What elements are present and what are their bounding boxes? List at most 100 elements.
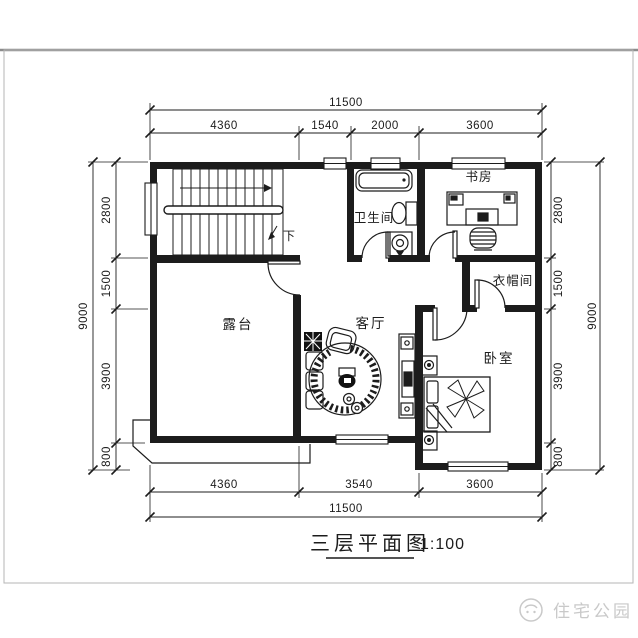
printer [448, 193, 464, 206]
plant [304, 332, 322, 351]
window-corridor-top [323, 157, 347, 170]
label-terrace: 露台 [223, 317, 254, 332]
dim-right-seg-1: 2800 [553, 196, 565, 224]
bed [423, 376, 491, 433]
dim-ticks [545, 156, 606, 476]
label-cloakroom: 衣帽间 [493, 273, 534, 288]
watermark: 住宅公园 [519, 598, 633, 622]
blanket-fold [425, 403, 453, 433]
wall-terrace-living [293, 295, 301, 443]
wall-bathroom-bottom-right [388, 255, 425, 262]
dim-left-seg-3: 3900 [101, 362, 113, 390]
wall-bathroom-bottom-left [347, 255, 362, 262]
stair-direction-arrow [180, 184, 278, 240]
window-bedroom-bottom [447, 461, 509, 472]
door-cloakroom [474, 279, 506, 309]
wall-study-bottom [455, 255, 542, 262]
drawing-title: 三层平面图 1:100 [310, 533, 465, 559]
dim-bottom-seg-2: 3540 [345, 479, 373, 491]
sofa-seats [305, 351, 324, 410]
wall-exterior-left [150, 162, 157, 443]
stair-rail [163, 205, 284, 215]
monitor [477, 212, 489, 222]
stair-treads-lower [181, 214, 273, 255]
watermark-logo-icon [519, 598, 543, 622]
wall-study-door-jamb [425, 255, 430, 262]
wall-exterior-right [535, 162, 542, 470]
wall-bedroom-top [415, 305, 435, 312]
dim-right-total: 9000 [587, 302, 599, 330]
living-furniture [304, 326, 416, 419]
bed-pinwheel-decor [446, 379, 485, 419]
toilet [387, 231, 413, 257]
dim-bottom-seg-3: 3600 [466, 479, 494, 491]
tv-cabinet [398, 333, 416, 419]
desk-lamp [503, 193, 516, 204]
bedroom-furniture [420, 355, 491, 451]
dim-left-seg-4: 800 [101, 446, 113, 467]
dim-top-seg-1: 4360 [210, 120, 238, 132]
window-stairs-left [144, 182, 158, 236]
window-bathroom-top [370, 157, 401, 170]
tv [401, 360, 415, 398]
pillow [426, 405, 439, 429]
door-bedroom [432, 307, 468, 341]
door-study [428, 230, 458, 259]
nightstand [420, 355, 438, 376]
wall-terrace-bottom [150, 436, 297, 443]
label-stairs-down: 下 [283, 229, 295, 243]
terrace-deck-edge [132, 419, 311, 464]
round-sofa-ring [308, 342, 382, 416]
dim-top-seg-3: 2000 [371, 120, 399, 132]
label-living: 客厅 [356, 315, 387, 331]
dim-right-seg-3: 3900 [553, 362, 565, 390]
pillow [426, 380, 439, 404]
wall-cloakroom-bottom-left [462, 305, 477, 312]
label-bedroom: 卧室 [484, 350, 515, 366]
wall-cloakroom-bottom-right [505, 305, 542, 312]
dim-right-seg-2: 1500 [553, 270, 565, 298]
wall-bathroom-left [347, 169, 354, 262]
dim-right-seg-4: 800 [553, 446, 565, 467]
dim-ticks [144, 486, 548, 523]
dim-left-seg-1: 2800 [101, 196, 113, 224]
door-bathroom [361, 231, 391, 259]
washbasin [391, 201, 418, 226]
label-bathroom: 卫生间 [354, 211, 395, 225]
title-scale: 1:100 [420, 536, 465, 553]
room-labels: 书房 卫生间 衣帽间 露台 客厅 卧室 下 [223, 169, 534, 366]
study-furniture [446, 191, 518, 251]
dimensions-left: 2800 1500 3900 800 9000 [78, 156, 148, 476]
nightstand [420, 430, 438, 451]
staircase [163, 168, 284, 256]
dim-top-seg-2: 1540 [311, 120, 339, 132]
dim-ticks [144, 104, 548, 139]
wall-stairhall-bottom [150, 255, 300, 263]
bathroom-fixtures [355, 169, 418, 257]
dim-left-total: 9000 [78, 302, 90, 330]
bathtub [355, 169, 413, 192]
dim-top-total: 11500 [329, 97, 363, 109]
windows [144, 157, 509, 472]
dimensions-top: 11500 4360 1540 2000 3600 [144, 97, 548, 160]
dim-bottom-seg-1: 4360 [210, 479, 238, 491]
door-terrace [267, 260, 301, 296]
dimensions-bottom: 4360 3540 3600 11500 [144, 446, 548, 523]
page-frame [0, 48, 638, 584]
dim-left-seg-2: 1500 [101, 270, 113, 298]
dim-top-seg-4: 3600 [466, 120, 494, 132]
stools [342, 392, 364, 415]
office-chair [469, 227, 497, 251]
label-study: 书房 [465, 169, 492, 184]
armchair [325, 326, 357, 355]
watermark-text: 住宅公园 [553, 602, 633, 621]
dim-bottom-total: 11500 [329, 503, 363, 515]
window-living-bottom [335, 434, 389, 445]
dimensions-right: 2800 1500 3900 800 9000 [544, 156, 606, 476]
dim-ticks [87, 156, 122, 476]
wall-cloakroom-left [462, 262, 470, 312]
wall-bathroom-study [417, 169, 425, 262]
window-study-top [451, 157, 506, 170]
